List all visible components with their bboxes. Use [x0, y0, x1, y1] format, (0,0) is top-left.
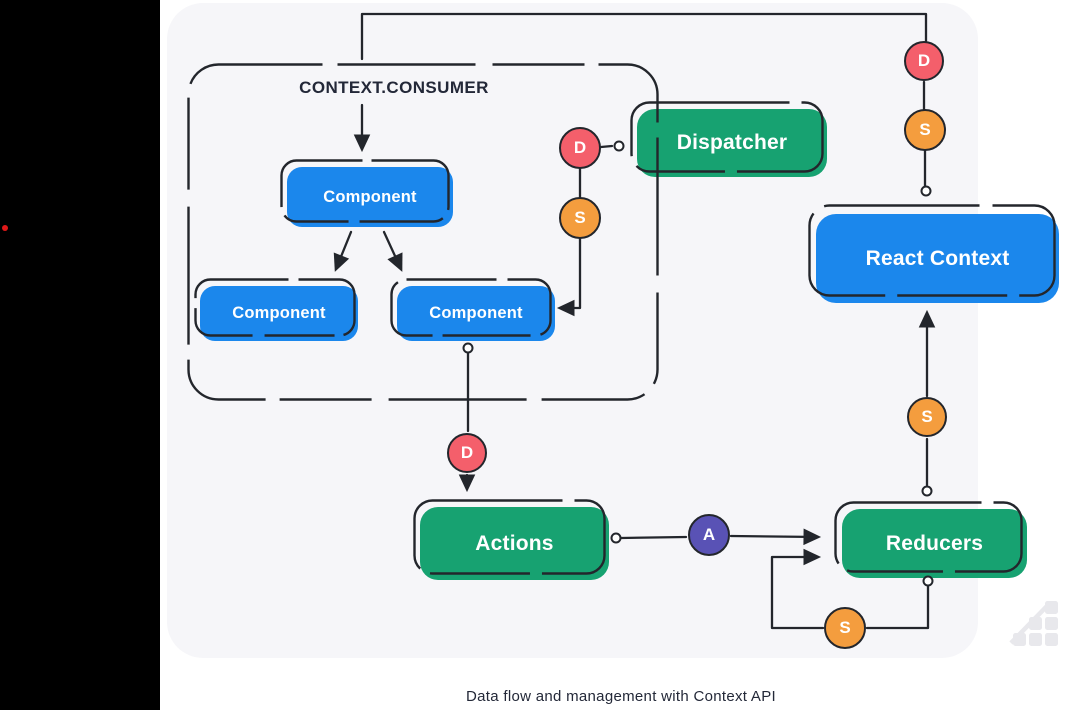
node-actions-label: Actions	[475, 531, 554, 555]
badge-letter: D	[573, 138, 587, 157]
badge-state-below-react-context: S	[907, 397, 947, 437]
badge-letter: S	[839, 618, 851, 637]
node-dispatcher-label: Dispatcher	[676, 131, 788, 154]
node-component-left-label: Component	[232, 304, 326, 322]
node-react-context: React Context	[816, 214, 1059, 303]
node-dispatcher: Dispatcher	[637, 109, 827, 177]
node-reducers-label: Reducers	[885, 531, 984, 555]
node-component-right-label: Component	[429, 304, 523, 322]
watermark-square	[1029, 633, 1042, 646]
watermark-square	[1045, 633, 1058, 646]
red-indicator-dot	[2, 225, 8, 231]
watermark-trend-line	[1009, 602, 1051, 645]
badge-dispatch-top-right: D	[904, 41, 944, 81]
badge-letter: S	[921, 407, 933, 426]
watermark-square	[1029, 617, 1042, 630]
node-react-context-label: React Context	[865, 246, 1010, 270]
node-reducers: Reducers	[842, 509, 1027, 578]
badge-dispatch-near-dispatcher: D	[559, 127, 601, 169]
node-component-right: Component	[397, 286, 555, 341]
badge-letter: S	[574, 208, 586, 227]
badge-dispatch-above-actions: D	[447, 433, 487, 473]
diagram-caption: Data flow and management with Context AP…	[466, 688, 776, 705]
watermark-stairs-icon	[1009, 601, 1058, 646]
watermark-square	[1045, 617, 1058, 630]
badge-state-top-right: S	[904, 109, 946, 151]
node-component-top: Component	[287, 167, 453, 227]
badge-state-loop: S	[824, 607, 866, 649]
badge-state-near-dispatcher: S	[559, 197, 601, 239]
badge-letter: D	[460, 443, 474, 462]
badge-letter: A	[702, 525, 716, 544]
badge-letter: S	[919, 120, 931, 139]
context-consumer-group-label: CONTEXT.CONSUMER	[299, 78, 489, 97]
badge-letter: D	[917, 51, 931, 70]
node-component-left: Component	[200, 286, 358, 341]
node-actions: Actions	[420, 507, 609, 580]
watermark-square	[1013, 633, 1026, 646]
badge-action-between: A	[688, 514, 730, 556]
watermark-square	[1045, 601, 1058, 614]
left-letterbox-bar	[0, 0, 160, 710]
node-component-top-label: Component	[323, 187, 417, 206]
